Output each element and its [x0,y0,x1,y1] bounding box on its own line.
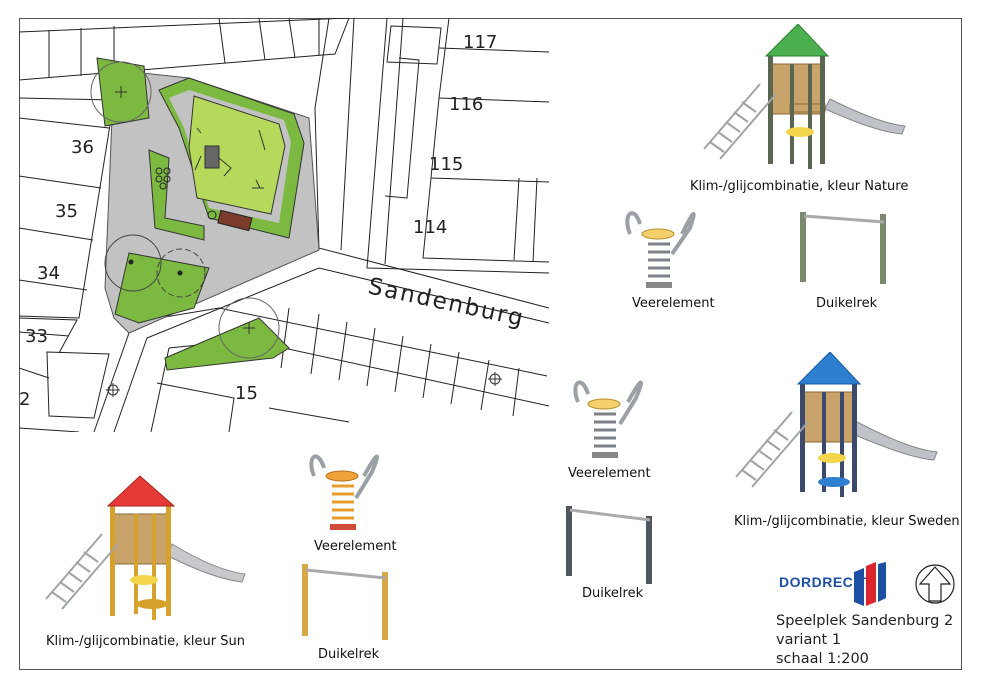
title-block: Speelplek Sandenburg 2 variant 1 schaal … [776,612,953,669]
plan-scale: schaal 1:200 [776,651,869,667]
house-number: 116 [449,94,483,115]
horizontal-bar-image [302,564,388,640]
house-number: 114 [413,217,447,238]
house-number: 33 [25,326,48,347]
house-number: 15 [235,383,258,404]
caption-bar-sun: Duikelrek [318,647,380,662]
spring-rider-image [625,211,696,288]
dordrecht-logo-text: DORDRECHT [779,574,873,590]
caption-climb-sweden: Klim-/glijcombinatie, kleur Sweden [734,514,960,529]
caption-spring-top: Veerelement [632,296,715,311]
caption-bar-top: Duikelrek [816,296,878,311]
climb-slide-nature-image [703,24,906,169]
plan-title: Speelplek Sandenburg 2 [776,613,954,629]
house-number: 34 [37,263,60,284]
caption-climb-nature: Klim-/glijcombinatie, kleur Nature [690,179,909,194]
caption-spring-sun: Veerelement [314,539,397,554]
spring-rider-image [573,380,644,458]
caption-bar-mid: Duikelrek [582,586,644,601]
horizontal-bar-image [800,212,886,284]
house-number: 36 [71,137,94,158]
house-number: 115 [429,154,463,175]
site-map: 117 116 115 114 36 35 34 33 2 15 Sandenb… [19,18,549,432]
house-number: 2 [19,389,30,410]
climb-slide-sweden-image [735,352,938,497]
plan-variant: variant 1 [776,632,842,648]
caption-spring-mid: Veerelement [568,466,651,481]
house-number: 117 [463,32,497,53]
house-number: 35 [55,201,78,222]
north-arrow-icon [915,564,955,604]
playground-plan [90,57,502,397]
house-number-labels: 117 116 115 114 36 35 34 33 2 15 [19,32,497,410]
spring-rider-image [309,454,380,530]
caption-climb-sun: Klim-/glijcombinatie, kleur Sun [46,634,245,649]
horizontal-bar-image [566,506,652,584]
climb-slide-sun-image [45,475,246,620]
street-name-label: Sandenburg [366,273,527,332]
dordrecht-logo-icon [854,562,886,606]
